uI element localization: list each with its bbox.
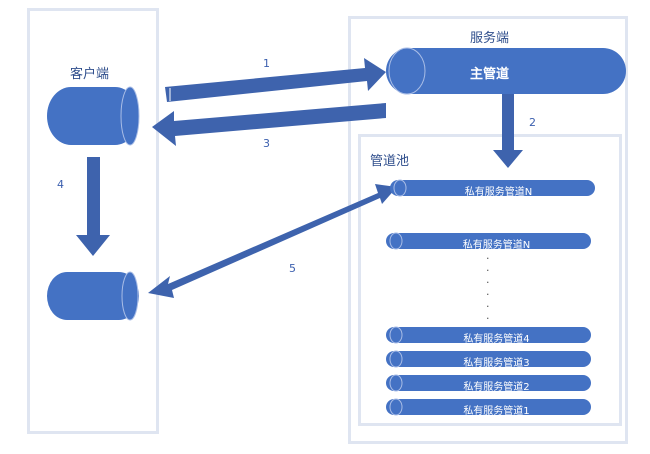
main-pipe xyxy=(386,47,626,95)
pool-pipe xyxy=(386,398,591,416)
arrow-2 xyxy=(493,94,523,168)
pool-pipe xyxy=(390,179,595,197)
main-pipe-label: 主管道 xyxy=(470,67,510,82)
pool-pipes xyxy=(386,179,595,416)
pool-pipe xyxy=(386,326,591,344)
pool-pipe-label: 私有服务管道N xyxy=(462,240,531,251)
server-title: 服务端 xyxy=(470,31,510,46)
arrow-1 xyxy=(165,58,386,102)
client-pipe-bottom xyxy=(47,271,139,321)
pool-pipe xyxy=(386,232,591,250)
step-3-label: 3 xyxy=(263,137,270,150)
client-pipe-top xyxy=(47,86,140,146)
ellipsis-dot: · xyxy=(486,300,490,313)
ellipsis-dot: · xyxy=(486,276,490,289)
step-5-label: 5 xyxy=(289,262,296,275)
pool-pipe-label: 私有服务管道1 xyxy=(463,406,530,417)
ellipsis-dot: · xyxy=(486,252,490,265)
pool-pipe-label: 私有服务管道4 xyxy=(463,334,530,345)
pool-pipe xyxy=(386,350,591,368)
arrow-3 xyxy=(152,103,386,146)
arrow-4 xyxy=(76,157,110,256)
ellipsis-dot: · xyxy=(486,312,490,325)
pool-title: 管道池 xyxy=(370,154,410,169)
ellipsis-dot: · xyxy=(486,264,490,277)
step-2-label: 2 xyxy=(529,116,536,129)
arrow-5 xyxy=(148,184,397,298)
pool-pipe xyxy=(386,374,591,392)
client-title: 客户端 xyxy=(70,67,110,82)
step-4-label: 4 xyxy=(57,178,64,191)
step-1-label: 1 xyxy=(263,57,270,70)
pool-pipe-label: 私有服务管道N xyxy=(464,187,533,198)
ellipsis-dot: · xyxy=(486,288,490,301)
pool-pipe-label: 私有服务管道3 xyxy=(463,358,530,369)
pool-pipe-label: 私有服务管道2 xyxy=(463,382,530,393)
